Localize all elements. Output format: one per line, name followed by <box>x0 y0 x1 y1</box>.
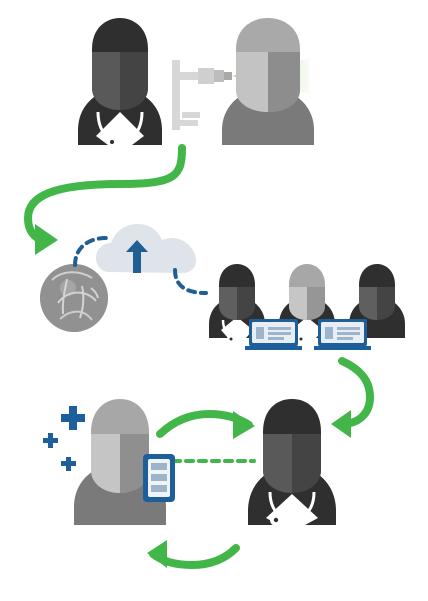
team-doctor-three <box>349 264 405 338</box>
curved-arrow-icon <box>24 144 186 255</box>
dotted-connector-icon <box>73 236 256 463</box>
curved-arrow-icon <box>156 409 255 439</box>
top-right-patient <box>222 18 314 145</box>
top-left-doctor <box>78 18 162 147</box>
mobile-device-icon <box>143 454 175 502</box>
laptop-icon <box>314 319 371 350</box>
doctor-team-icon <box>209 264 405 350</box>
lower-left-patient <box>74 399 166 525</box>
retina-image-icon <box>40 264 108 332</box>
curved-arrow-icon <box>147 540 240 570</box>
cloud-upload-icon <box>96 224 196 273</box>
curved-arrow-icon <box>331 357 374 438</box>
medical-cross-icon <box>43 406 85 471</box>
lower-right-doctor <box>248 399 336 526</box>
laptop-icon <box>245 319 302 350</box>
